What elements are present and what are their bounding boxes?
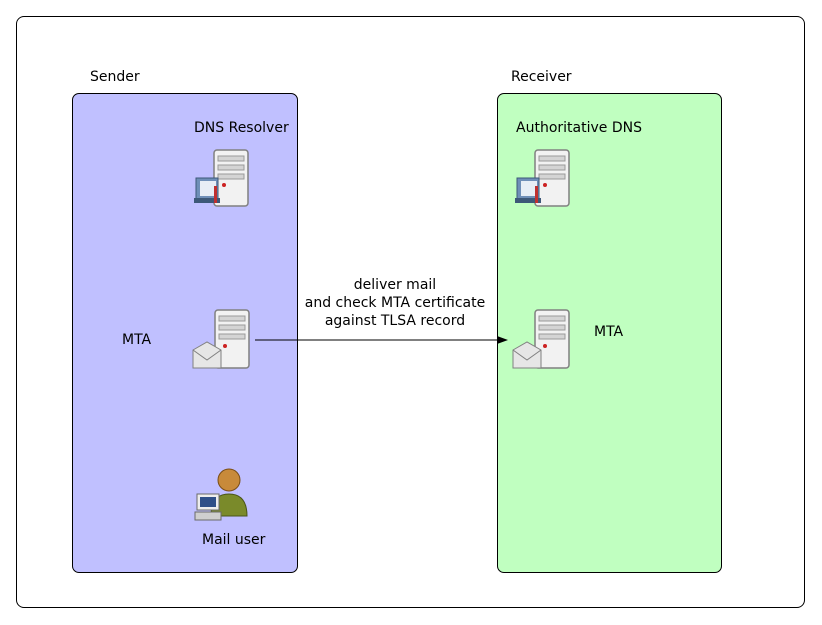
sender-user-label: Mail user	[202, 532, 266, 548]
edge-label-line: against TLSA record	[324, 313, 466, 329]
edge-label-line: deliver mail	[353, 277, 437, 293]
receiver-title: Receiver	[511, 69, 572, 85]
edge-label-line: and check MTA certificate	[304, 295, 486, 311]
dns-server-icon	[194, 149, 249, 207]
diagram-frame	[16, 16, 805, 608]
sender-dns-label: DNS Resolver	[194, 120, 289, 136]
receiver-mta-label: MTA	[594, 324, 624, 340]
mail-server-icon	[192, 309, 250, 369]
sender-mta-label: MTA	[122, 332, 152, 348]
delivery-edge-label: deliver mail and check MTA certificate a…	[300, 276, 490, 330]
dns-server-icon	[515, 149, 570, 207]
sender-title: Sender	[90, 69, 140, 85]
user-workstation-icon	[194, 468, 248, 521]
receiver-dns-label: Authoritative DNS	[516, 120, 642, 136]
sender-zone	[72, 93, 298, 573]
mail-server-icon	[512, 309, 570, 369]
